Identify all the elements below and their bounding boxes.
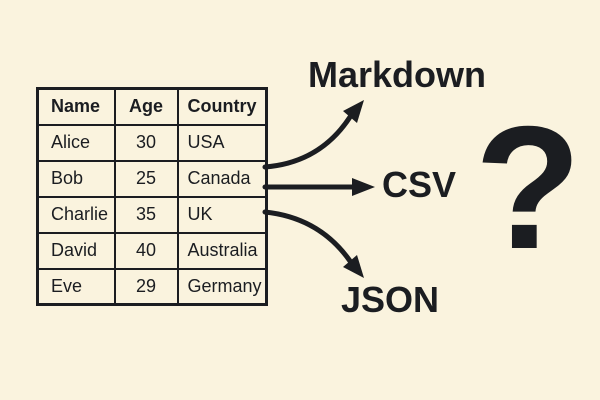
csv-format-label: CSV bbox=[382, 164, 457, 205]
table-row: Eve 29 Germany bbox=[36, 267, 268, 306]
table-cell: UK bbox=[176, 195, 268, 234]
table-cell: Australia bbox=[176, 231, 268, 270]
table-header-row: Name Age Country bbox=[36, 87, 268, 126]
table-cell: Germany bbox=[176, 267, 268, 306]
table-cell: 40 bbox=[113, 231, 179, 270]
json-format-label: JSON bbox=[341, 279, 440, 320]
table-cell: Eve bbox=[36, 267, 116, 306]
table-cell: USA bbox=[176, 123, 268, 162]
table-cell: 35 bbox=[113, 195, 179, 234]
table-row: Bob 25 Canada bbox=[36, 159, 268, 198]
json-arrow-icon bbox=[262, 209, 364, 278]
markdown-format-label: Markdown bbox=[308, 54, 487, 95]
table-cell: Canada bbox=[176, 159, 268, 198]
table-cell: Bob bbox=[36, 159, 116, 198]
table-cell: 29 bbox=[113, 267, 179, 306]
header-cell-name: Name bbox=[36, 87, 116, 126]
csv-arrow-icon bbox=[262, 178, 375, 196]
table-row: Charlie 35 UK bbox=[36, 195, 268, 234]
source-data-table: Name Age Country Alice 30 USA Bob 25 Can… bbox=[36, 87, 268, 306]
header-cell-country: Country bbox=[176, 87, 268, 126]
markdown-arrow-icon bbox=[262, 100, 364, 170]
table-cell: David bbox=[36, 231, 116, 270]
table-cell: 30 bbox=[113, 123, 179, 162]
table-cell: 25 bbox=[113, 159, 179, 198]
header-cell-age: Age bbox=[113, 87, 179, 126]
table-row: Alice 30 USA bbox=[36, 123, 268, 162]
table-cell: Charlie bbox=[36, 195, 116, 234]
question-mark: ? bbox=[474, 91, 582, 286]
table-cell: Alice bbox=[36, 123, 116, 162]
table-row: David 40 Australia bbox=[36, 231, 268, 270]
